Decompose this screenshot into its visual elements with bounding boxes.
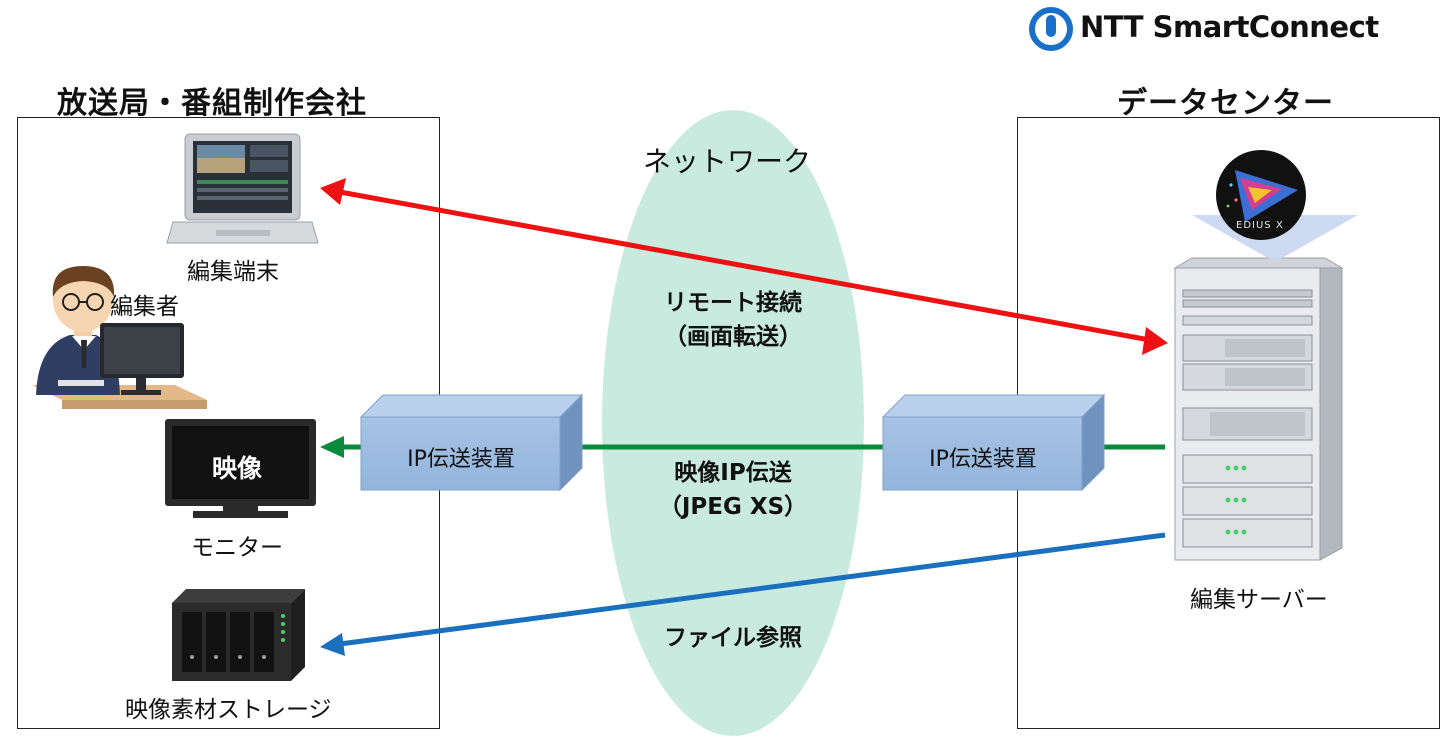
video-transmission-line2: （JPEG XS） — [658, 494, 808, 520]
remote-arrow-head-left — [320, 178, 346, 205]
editor-person-icon — [32, 266, 207, 409]
laptop-icon — [166, 133, 319, 244]
ip-box-right-label: IP伝送装置 — [929, 447, 1037, 472]
brand-logo-text: NTT SmartConnect — [1080, 10, 1379, 44]
ip-box-right-shape — [881, 393, 1106, 492]
edius-badge-text: EDIUS X — [1236, 220, 1284, 231]
ntt-logo-icon — [1029, 7, 1073, 51]
network-ellipse — [602, 110, 864, 736]
ip-box-left-shape — [359, 393, 584, 492]
remote-connection-label: リモート接続 （画面転送） — [623, 286, 843, 354]
storage-label: 映像素材ストレージ — [125, 697, 332, 723]
edit-terminal-label: 編集端末 — [187, 259, 279, 285]
server-label: 編集サーバー — [1190, 587, 1328, 613]
server-rack-icon — [1173, 257, 1344, 561]
datacenter-title: データセンター — [1117, 86, 1334, 121]
video-transmission-label: 映像IP伝送 （JPEG XS） — [623, 456, 843, 524]
remote-connection-line2: （画面転送） — [664, 324, 802, 350]
edius-badge-icon — [1192, 150, 1358, 262]
broadcaster-title: 放送局・番組制作会社 — [57, 86, 367, 121]
remote-connection-line1: リモート接続 — [664, 290, 802, 316]
monitor-label: モニター — [191, 535, 283, 561]
file-arrow — [339, 532, 1166, 647]
video-transmission-line1: 映像IP伝送 — [674, 460, 792, 486]
remote-arrow — [339, 189, 1151, 343]
ip-box-left-label: IP伝送装置 — [407, 447, 515, 472]
file-arrow-head — [320, 633, 345, 656]
nas-storage-icon — [172, 589, 305, 681]
editor-label: 編集者 — [110, 294, 179, 320]
remote-arrow-head-right — [1142, 327, 1168, 355]
tv-monitor-icon — [165, 419, 316, 518]
network-title: ネットワーク — [643, 145, 812, 178]
monitor-screen-text: 映像 — [212, 454, 263, 483]
file-reference-label: ファイル参照 — [664, 625, 802, 651]
video-arrow-head — [320, 436, 344, 458]
